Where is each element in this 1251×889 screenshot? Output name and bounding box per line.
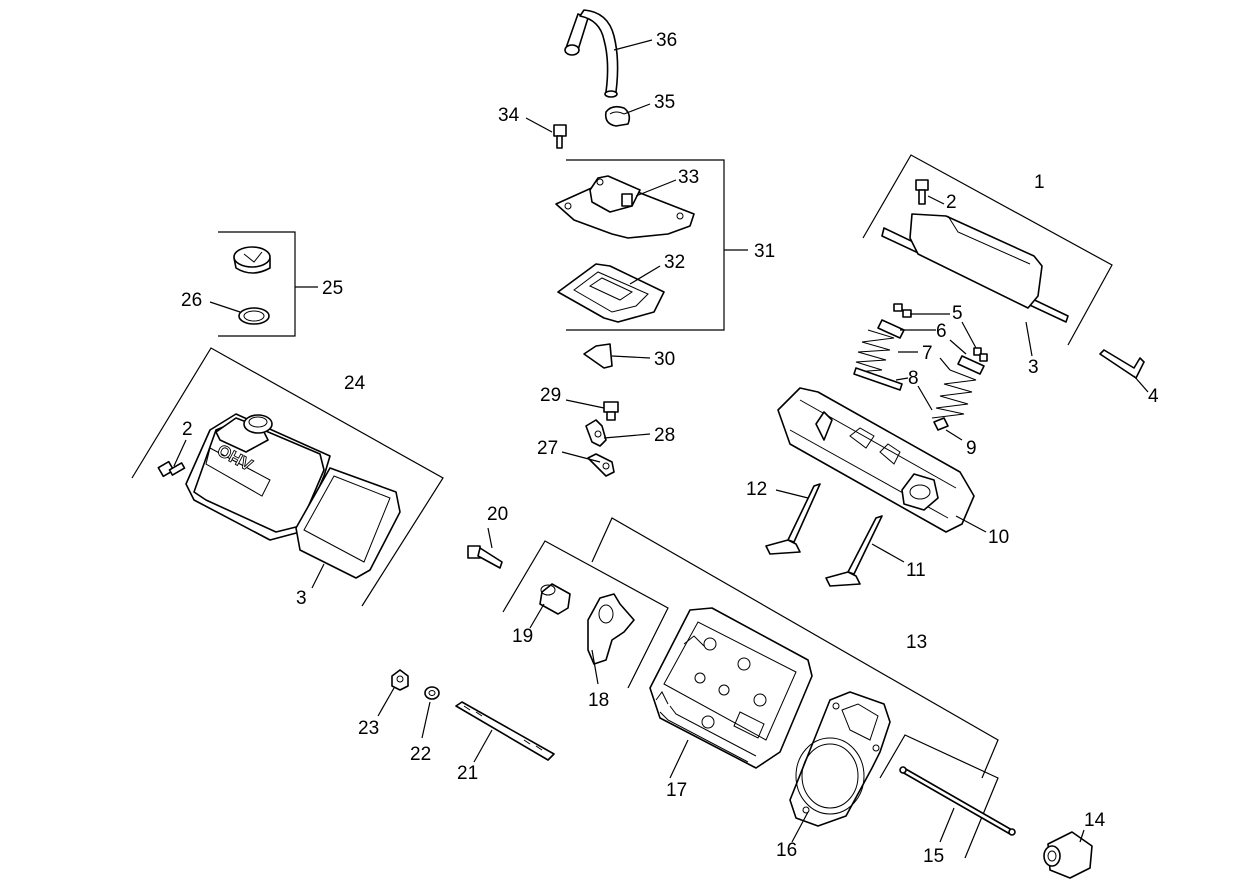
part-9-valve-seal [933,417,949,431]
part-20-bolt [467,545,503,569]
callout-11: 11 [906,560,926,581]
part-1-breather-plate [881,213,1069,323]
callout-labels: 36 35 34 33 32 31 30 29 28 27 25 26 24 2… [181,30,1159,867]
part-28-terminal [585,419,607,447]
part-22-washer [424,686,440,700]
callout-12: 12 [746,479,767,500]
part-17-cylinder-head [649,607,813,769]
leader-lines [173,39,1149,843]
callout-33: 33 [678,167,699,188]
part-16-head-gasket [789,691,891,827]
callout-21: 21 [457,763,478,784]
part-32-breather-gasket [557,263,665,323]
part-4-bracket [1099,349,1145,379]
callout-6: 6 [936,321,947,342]
callout-2-left: 2 [182,419,193,440]
callout-13: 13 [906,632,927,653]
part-18-rocker-arm [587,593,635,665]
part-29-bolt [603,401,619,421]
part-6-spring-retainers [877,319,985,375]
callout-23: 23 [358,718,379,739]
callout-17: 17 [666,780,687,801]
part-35-hose-clamp [604,105,631,127]
part-26-o-ring [238,307,270,325]
part-27-terminal [587,453,615,477]
part-7-valve-springs [853,329,977,419]
callout-1: 1 [1034,172,1045,193]
part-15-push-rod [899,766,1016,836]
callout-10: 10 [988,527,1009,548]
callout-25: 25 [322,278,343,299]
callout-27: 27 [537,438,558,459]
callout-20: 20 [487,504,508,525]
part-21-stud [455,701,555,761]
callout-8: 8 [908,368,919,389]
callout-14: 14 [1084,810,1106,831]
callout-3-left: 3 [296,588,307,609]
part-5-valve-keepers [893,303,988,362]
part-24-valve-cover: OHV [185,413,331,541]
callout-31: 31 [754,241,775,262]
part-2-bolt-left [157,460,186,478]
part-33-breather-cover [555,175,695,239]
callout-34: 34 [498,105,520,126]
callout-36: 36 [656,30,677,51]
callout-19: 19 [512,626,533,647]
callout-7: 7 [922,343,933,364]
part-11-exhaust-valve [825,515,883,587]
part-23-nut [391,669,409,691]
callout-24: 24 [344,373,366,394]
callout-5: 5 [952,303,963,324]
callout-15: 15 [923,846,944,867]
callout-9: 9 [966,438,977,459]
callout-29: 29 [540,385,561,406]
callout-30: 30 [654,349,675,370]
part-2-bolt-right [915,179,929,205]
callout-26: 26 [181,290,202,311]
callout-32: 32 [664,252,685,273]
part-12-intake-valve [765,483,821,555]
part-10-rocker-housing [777,387,975,533]
part-19-rocker-pivot [539,583,571,615]
part-3-gasket-left [295,467,401,579]
callout-22: 22 [410,744,431,765]
part-30-reed [583,343,613,369]
part-34-screw [553,124,567,149]
part-14-valve-lifter [1043,831,1093,879]
part-8-spring-washer [853,367,903,391]
callout-4: 4 [1148,386,1159,407]
callout-28: 28 [654,425,675,446]
part-25-fill-cap [233,246,271,274]
callout-16: 16 [776,840,797,861]
callout-35: 35 [654,92,675,113]
part-36-breather-tube [564,9,619,98]
callout-2-right: 2 [946,192,957,213]
callout-18: 18 [588,690,609,711]
callout-3-right: 3 [1028,357,1039,378]
